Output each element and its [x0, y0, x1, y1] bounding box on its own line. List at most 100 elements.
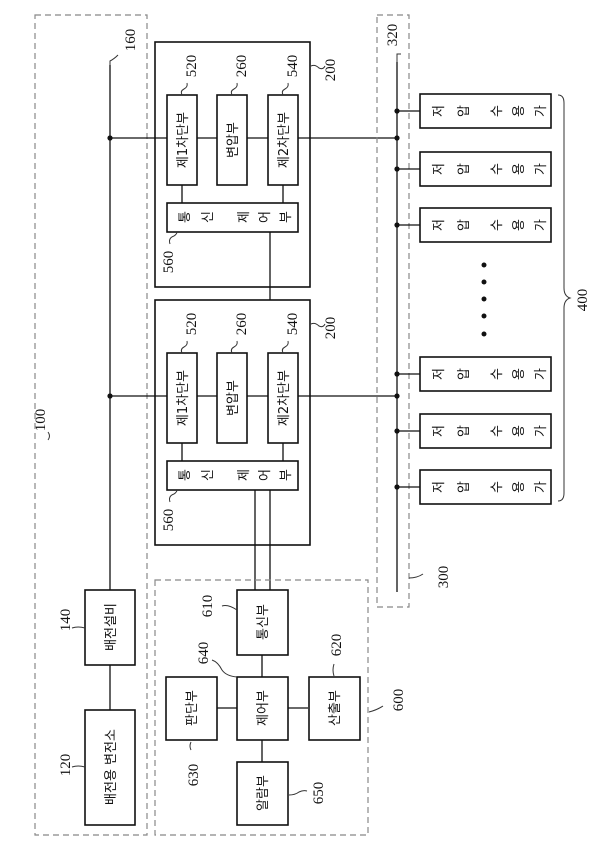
consumer-char: 저 [432, 219, 447, 231]
ellipsis-dot [482, 263, 487, 268]
ref-120: 120 [58, 754, 74, 777]
ref-comm-controller: 560 [161, 509, 177, 532]
consumer-char: 수 [490, 481, 505, 493]
ellipsis-dots [482, 263, 487, 337]
ref-630-leader [190, 742, 191, 750]
comm-controller-char: 어 [258, 211, 273, 223]
switch-device-upper: 제1차단부 520 변압부 260 제2차단부 540 통신 제어부 560 200 [107, 42, 399, 287]
consumer-char: 가 [534, 368, 549, 380]
consumer-item: 저압수용가 [394, 414, 551, 448]
ref-300: 300 [436, 566, 452, 589]
ref-640: 640 [196, 642, 212, 665]
ref-610-leader [222, 606, 237, 611]
ref-120-leader [72, 766, 85, 767]
ref-second-breaker: 540 [285, 313, 301, 336]
junction-dot [394, 371, 399, 376]
ref-650-leader [289, 791, 307, 795]
ref-100: 100 [33, 409, 49, 432]
consumer-char: 저 [432, 481, 447, 493]
ref-400: 400 [575, 289, 591, 312]
ref-620: 620 [329, 634, 345, 657]
ref-transformer: 260 [234, 55, 250, 78]
consumer-char: 압 [457, 219, 472, 231]
consumer-char: 저 [432, 163, 447, 175]
consumer-char: 압 [457, 481, 472, 493]
consumer-char: 압 [457, 368, 472, 380]
consumer-char: 용 [512, 105, 527, 117]
junction-dot [394, 484, 399, 489]
junction-dot [107, 393, 112, 398]
ref-630: 630 [186, 764, 202, 787]
second-breaker-label: 제2차단부 [277, 370, 292, 426]
ref-second-breaker: 540 [285, 55, 301, 78]
ref-100-leader [48, 432, 50, 440]
ref-160-leader [110, 55, 118, 65]
comm-controller-char: 통 [178, 469, 193, 481]
ref-610: 610 [200, 595, 216, 618]
ref-640-leader [212, 660, 237, 677]
control-unit-label: 제어부 [256, 690, 271, 726]
consumer-item: 저압 수용가 [394, 470, 551, 504]
first-breaker-label: 제1차단부 [176, 112, 191, 168]
ref-160: 160 [123, 29, 139, 52]
comm-controller-char: 부 [279, 211, 294, 223]
comm-controller-char: 신 [201, 469, 216, 481]
comm-controller-char: 어 [258, 469, 273, 481]
consumer-char: 저 [432, 425, 447, 437]
ellipsis-dot [482, 280, 487, 285]
consumers-brace [558, 95, 570, 501]
consumer-char: 저 [432, 368, 447, 380]
ref-320: 320 [385, 24, 401, 47]
consumer-char: 압 [457, 105, 472, 117]
consumer-char: 저 [432, 105, 447, 117]
junction-dot [394, 166, 399, 171]
distribution-equipment-label: 배전설비 [104, 603, 119, 651]
consumer-char: 용 [512, 163, 527, 175]
calc-unit-label: 산출부 [328, 690, 343, 726]
consumer-char: 용 [512, 425, 527, 437]
comm-controller-char: 부 [279, 469, 294, 481]
comm-unit-label: 통신부 [256, 604, 271, 640]
consumer-char: 수 [490, 219, 505, 231]
ellipsis-dot [482, 332, 487, 337]
second-breaker-label: 제2차단부 [277, 112, 292, 168]
junction-dot [394, 222, 399, 227]
substation-label: 배전용 변전소 [104, 729, 119, 805]
consumer-char: 용 [512, 481, 527, 493]
consumer-char: 용 [512, 219, 527, 231]
consumer-char: 용 [512, 368, 527, 380]
comm-controller-char: 통 [178, 211, 193, 223]
transformer-label: 변압부 [226, 380, 241, 416]
consumer-char: 압 [457, 163, 472, 175]
consumer-item: 저압 수용가 [394, 357, 551, 391]
ref-620-leader [333, 664, 334, 676]
judge-unit-label: 판단부 [185, 690, 200, 726]
consumer-char: 수 [490, 105, 505, 117]
ref-300-leader [409, 574, 423, 578]
consumer-char: 가 [534, 163, 549, 175]
consumer-item: 저압 수용가 [394, 208, 551, 242]
consumer-char: 가 [534, 219, 549, 231]
ref-600: 600 [391, 689, 407, 712]
ref-switch-device: 200 [323, 317, 339, 340]
ref-320-leader [397, 54, 401, 62]
consumer-char: 가 [534, 481, 549, 493]
ref-switch-device: 200 [323, 59, 339, 82]
ref-first-breaker: 520 [184, 55, 200, 78]
ref-600-leader [369, 706, 383, 712]
comm-controller-char: 제 [237, 469, 252, 481]
consumer-char: 압 [457, 425, 472, 437]
comm-controller-char: 신 [201, 211, 216, 223]
consumer-char: 수 [490, 368, 505, 380]
junction-dot [394, 428, 399, 433]
ref-comm-controller: 560 [161, 251, 177, 274]
transformer-label: 변압부 [226, 122, 241, 158]
comm-controller-char: 제 [237, 211, 252, 223]
lv-network-300-boundary [377, 15, 409, 607]
consumer-group: 저압수용가저압수용가저압수용가저압수용가저압수용가저압수용가 [394, 94, 551, 504]
ref-transformer: 260 [234, 313, 250, 336]
switch-device-lower: 제1차단부520변압부260제2차단부540통신제어부560200 [107, 300, 399, 545]
alarm-unit-label: 알람부 [256, 775, 271, 811]
ellipsis-dot [482, 297, 487, 302]
